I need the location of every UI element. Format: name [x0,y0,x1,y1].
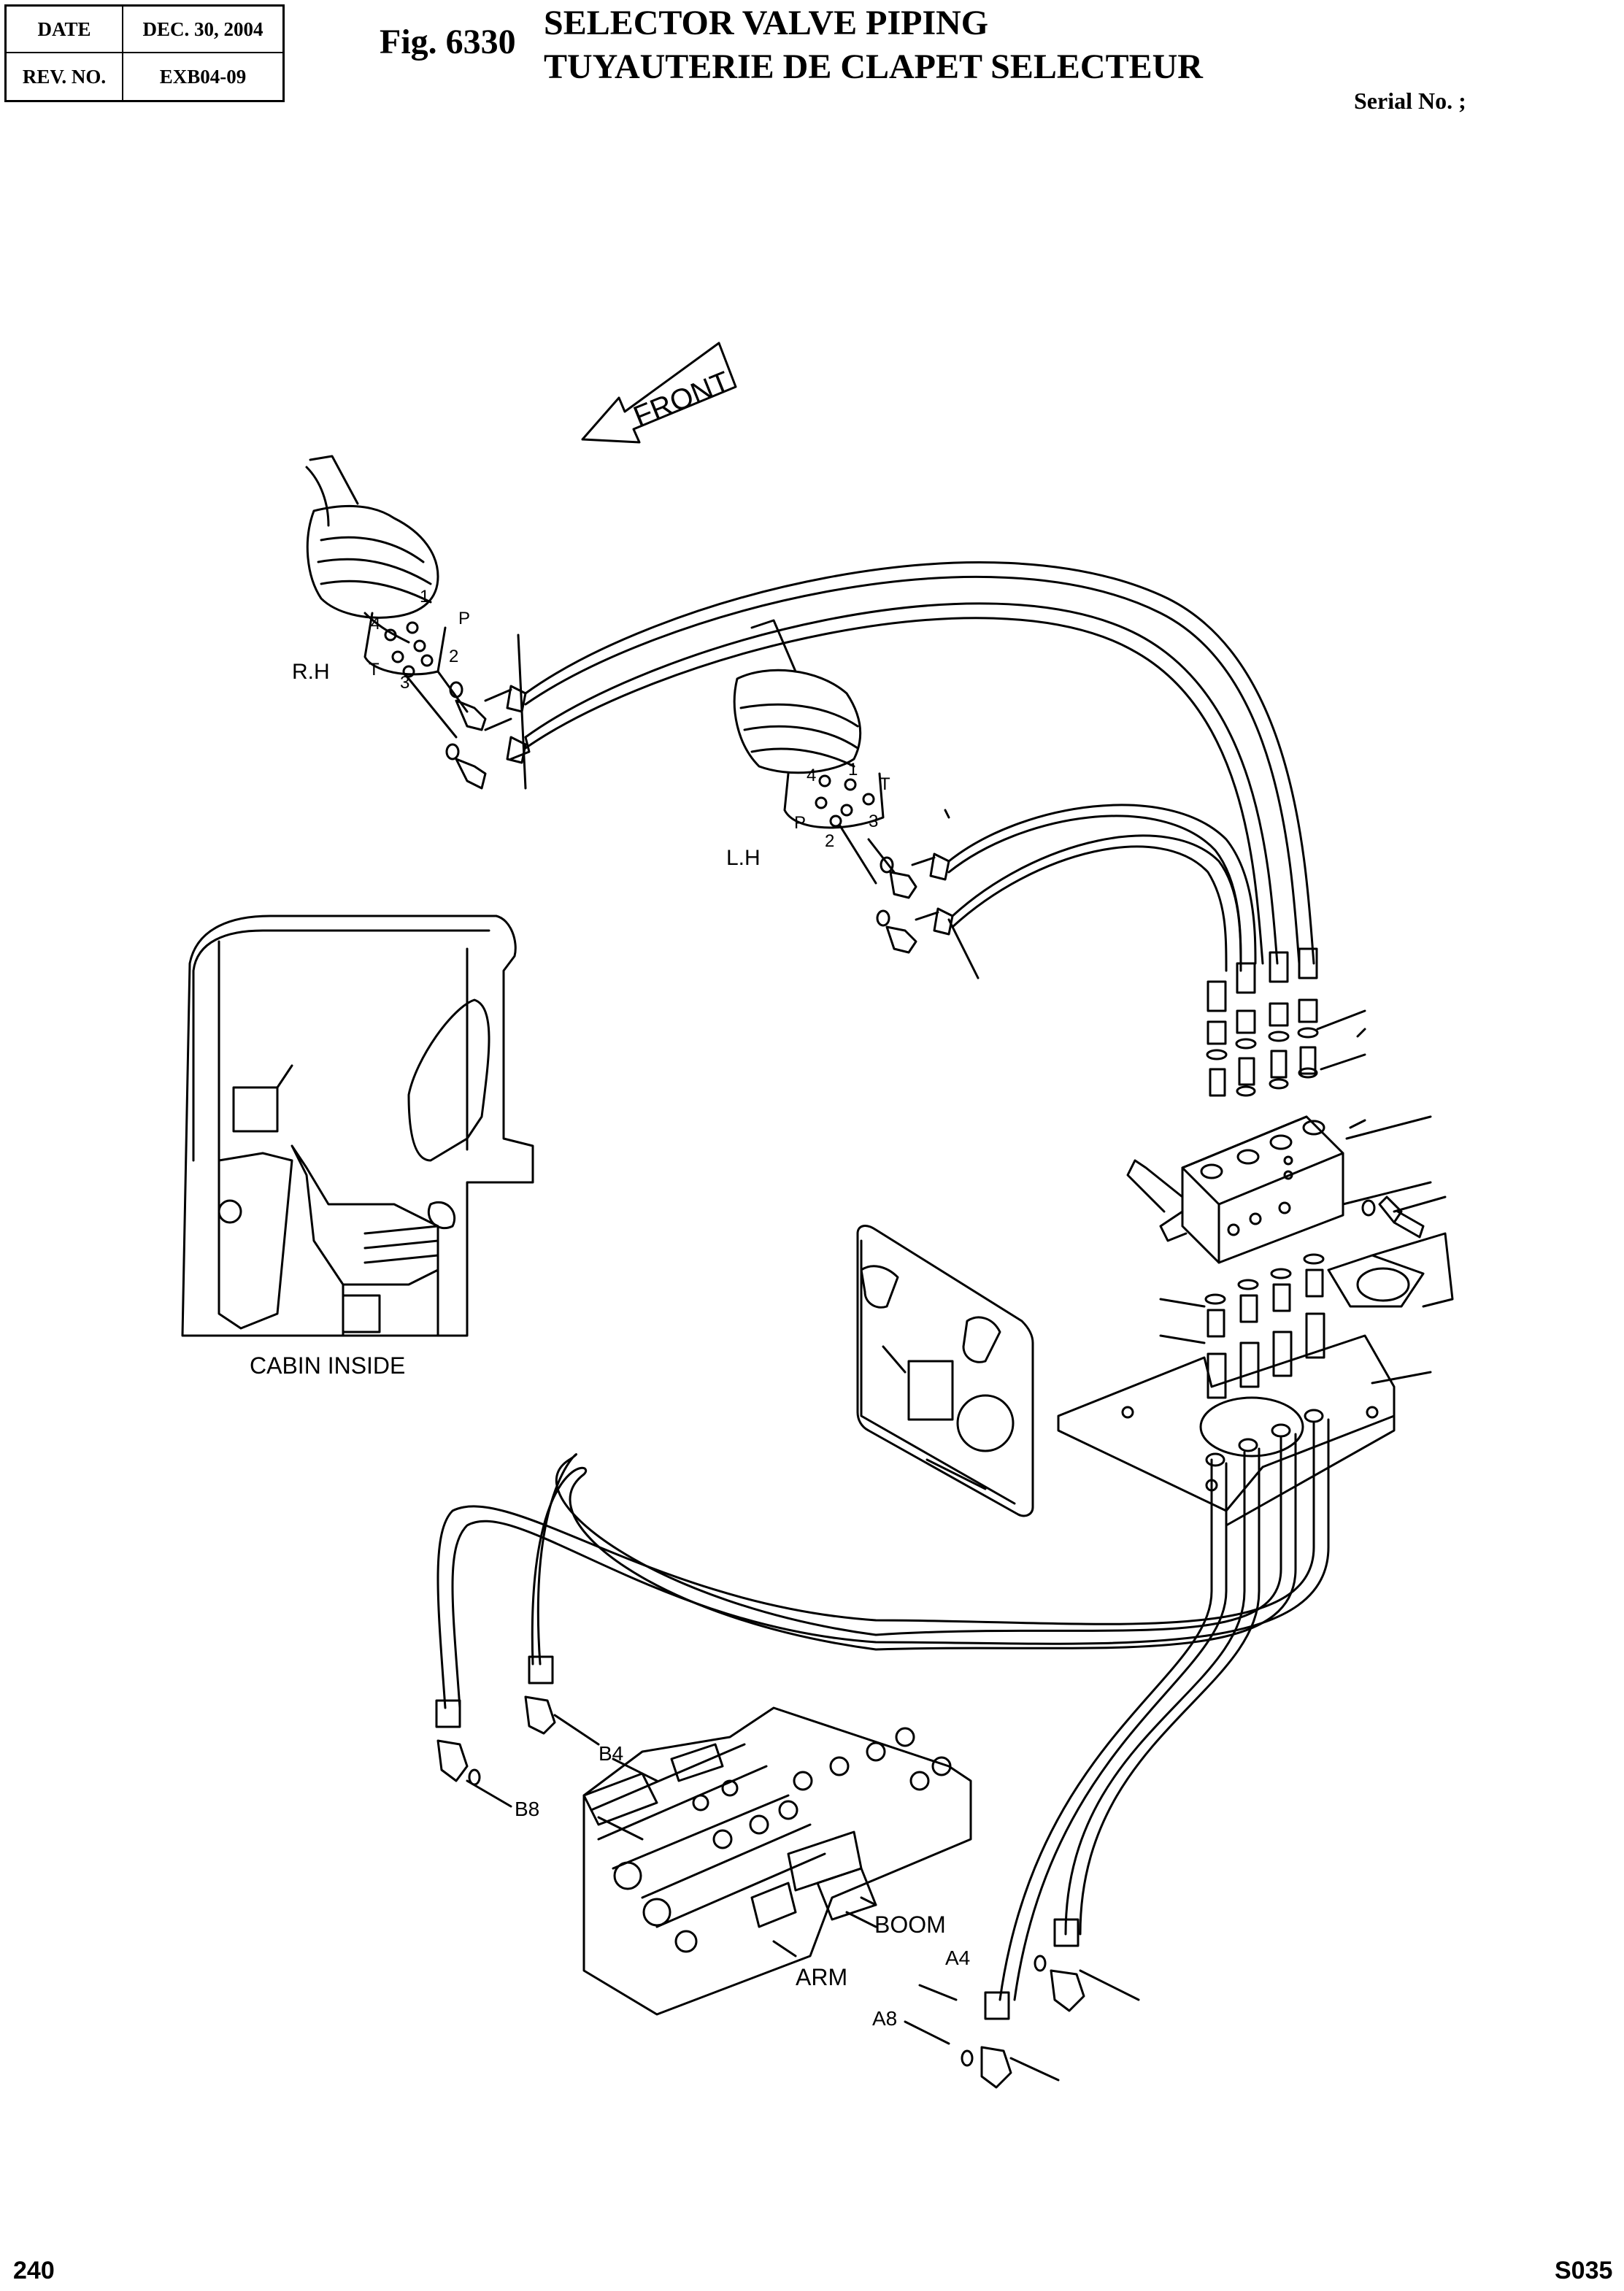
rh-port-2: 2 [449,647,458,666]
lower-fittings [1159,1232,1454,1399]
lower-hoses [436,1371,1432,2001]
valve-leaders [597,1757,958,2045]
front-arrow: FRONT [581,342,737,444]
rev-value: EXB04-09 [159,65,247,88]
boom-label: BOOM [874,1911,946,1938]
b8-label: B8 [515,1798,539,1820]
figure-number: Fig. 6330 [380,23,516,61]
page-number: 240 [13,2257,55,2284]
serial-number: Serial No. ; [1354,88,1466,114]
date-value: DEC. 30, 2004 [123,7,282,53]
lower-hose-ends [435,1655,1140,2089]
lh-port-2: 2 [825,831,834,851]
rh-port-1: 1 [420,587,429,607]
lh-port-1: 1 [848,760,858,779]
a4-label: A4 [945,1947,970,1969]
lh-port-t: T [880,774,890,794]
rh-label: R.H [292,660,330,684]
rh-joystick: 4 1 P 2 T 3 R.H [292,455,531,790]
right-leaders [1356,1028,1366,1038]
title-french: TUYAUTERIE DE CLAPET SELECTEUR [544,47,1203,86]
lh-port-p: P [794,813,806,833]
arm-label: ARM [796,1964,847,1990]
rh-port-3: 3 [400,673,409,693]
rev-label: REV. NO. [7,53,123,100]
front-label: FRONT [629,366,734,433]
lh-label: L.H [726,846,761,870]
revision-table: DATE DEC. 30, 2004 REV. NO. EXB04-09 [4,4,285,102]
title-english: SELECTOR VALVE PIPING [544,4,989,42]
lh-port-3: 3 [869,812,878,831]
cabin-inside-label: CABIN INSIDE [250,1352,405,1379]
rh-port-p: P [458,609,470,628]
monitor-panel [856,1225,1034,1517]
upper-hoses [524,561,1315,972]
main-control-valve [582,1706,972,2016]
rh-port-t: T [369,660,380,679]
rh-port-4: 4 [371,614,380,634]
cabin-view: CABIN INSIDE [181,915,534,1379]
selector-valve [1126,1115,1447,1264]
drawing-code: S035 [1555,2257,1613,2284]
lh-joystick: 4 1 T P 2 3 L.H [726,619,980,979]
lh-port-4: 4 [807,766,816,785]
date-label: DATE [7,7,123,53]
a8-label: A8 [872,2007,897,2030]
page-title: SELECTOR VALVE PIPING TUYAUTERIE DE CLAP… [544,1,1203,89]
upper-fittings [1206,947,1366,1097]
b4-label: B4 [599,1742,623,1765]
